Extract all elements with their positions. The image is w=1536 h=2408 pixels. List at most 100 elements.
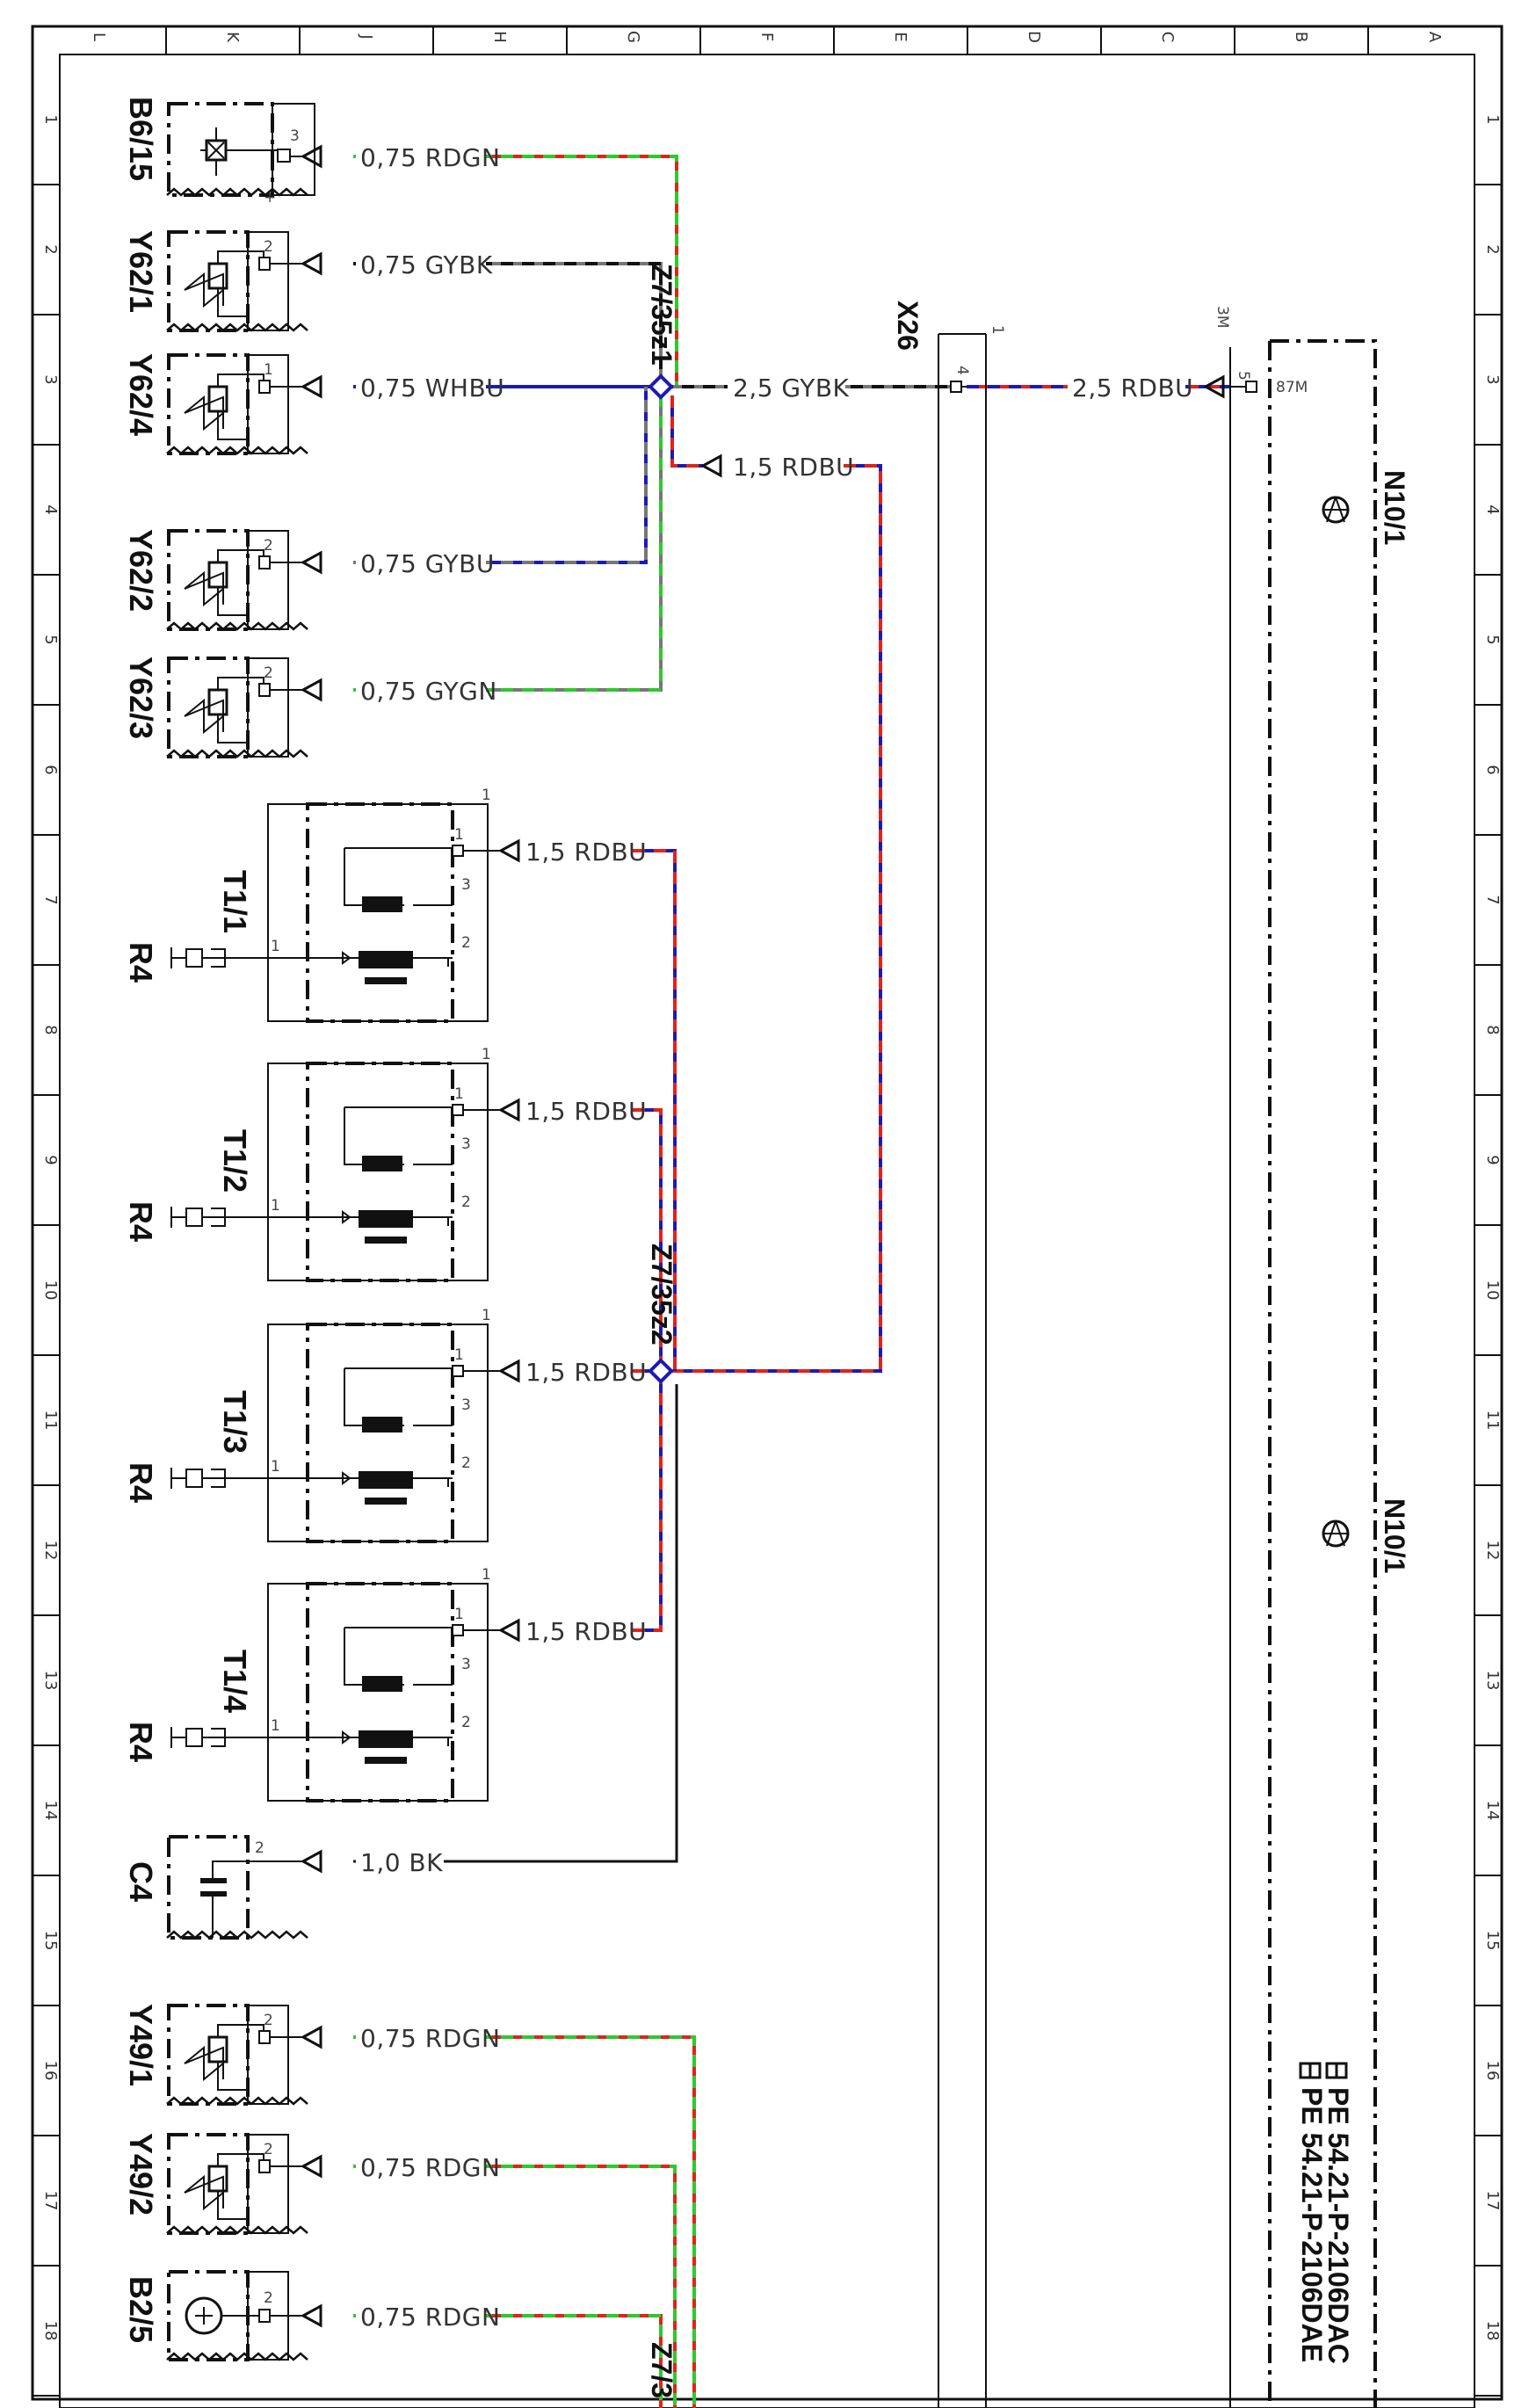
wire-label-y62-4: 0,75 WHBU [360,374,504,403]
row-label: 15 [41,1931,60,1951]
connector-symbols [301,145,1225,2327]
wires [353,155,1230,2408]
row-label: 8 [1483,1025,1502,1034]
row-label: 1 [41,114,60,124]
column-label: L [90,33,108,41]
wire-label-y49-1: 0,75 RDGN [360,2024,500,2053]
row-label: 3 [41,374,60,384]
row-label: 9 [1483,1155,1502,1164]
column-label: B [1292,32,1310,42]
svg-text:2: 2 [461,1454,471,1472]
svg-text:2: 2 [264,2012,273,2029]
label-y49-2: Y49/2 [123,2133,159,2216]
row-label: 5 [41,635,60,644]
column-label: F [757,33,776,41]
svg-text:3M: 3M [1214,306,1231,328]
svg-text:1: 1 [989,325,1006,335]
row-label: 6 [41,765,60,774]
wire-label-t1-4: 1,5 RDBU [525,1617,647,1646]
row-label: 10 [41,1280,60,1301]
wire-label-y62-2: 0,75 GYBU [360,549,495,578]
connector-x26: 4 1 [938,325,1006,2408]
wire-label-t1-1: 1,5 RDBU [525,838,647,867]
row-label: 18 [1483,2321,1502,2341]
wire-label-feed: 1,5 RDBU [733,453,854,482]
component-t1-1: 1 3 2 1 1 [228,787,501,1023]
label-n10-1-top: N10/1 [1379,470,1410,545]
svg-text:2: 2 [461,934,471,952]
row-label: 17 [41,2191,60,2211]
row-label: 17 [1483,2191,1502,2211]
splice-label-z1: Z7/35z1 [646,264,677,366]
row-label: 14 [41,1801,60,1821]
label-r4-1: R4 [123,942,159,983]
row-label: 9 [41,1155,60,1164]
ref-pe-2106dac: PE 54.21-P-2106DAC [1322,2087,1354,2364]
component-y49-1: 2 [165,2004,309,2106]
svg-text:1: 1 [271,1197,280,1215]
label-y62-3: Y62/3 [123,656,159,739]
row-label: 7 [1483,895,1502,904]
column-label: A [1425,32,1444,43]
label-c4: C4 [123,1861,159,1902]
label-r4-3: R4 [123,1462,159,1503]
svg-text:2: 2 [255,1839,264,1857]
doc-references: PE 54.21-P-2106DAC PE 54.21-P-2106DAE [1296,2062,1354,2364]
splice-points [648,374,674,1384]
svg-text:4: 4 [953,366,971,375]
column-label: E [891,32,909,41]
row-label: 13 [1483,1671,1502,1691]
component-t1-4: 1 3 2 1 1 [228,1566,501,1802]
label-t1-4: T1/4 [217,1650,253,1713]
row-label: 15 [1483,1931,1502,1951]
row-label: 7 [41,895,60,904]
svg-text:3: 3 [461,1135,471,1153]
row-label: 4 [41,504,60,514]
ref-pe-2106dae: PE 54.21-P-2106DAE [1296,2087,1328,2362]
component-y49-2: 2 [165,2133,309,2235]
svg-text:5: 5 [1235,371,1252,381]
svg-text:1: 1 [454,1606,464,1623]
label-y62-1: Y62/1 [123,230,159,313]
component-y62-1: 2 [165,230,309,332]
label-y62-2: Y62/2 [123,529,159,612]
wire-label-y62-3: 0,75 GYGN [360,677,497,706]
column-label: G [624,31,642,43]
row-label: 16 [1483,2061,1502,2081]
svg-text:1: 1 [482,787,491,804]
svg-text:1: 1 [454,826,464,844]
row-label: 2 [1483,244,1502,254]
svg-text:3: 3 [290,127,300,145]
svg-text:+: + [264,189,276,207]
svg-text:1: 1 [271,1717,280,1735]
label-n10-1-bottom: N10/1 [1379,1498,1410,1573]
row-label: 5 [1483,635,1502,644]
svg-text:1: 1 [271,1458,280,1476]
row-label: 3 [1483,374,1502,384]
row-label: 12 [41,1541,60,1561]
component-b2-5: 2 [165,2270,309,2361]
label-x26: X26 [892,301,924,351]
wire-label-y49-2: 0,75 RDGN [360,2153,500,2182]
component-y62-4: 1 [165,353,309,455]
book-icon [1299,2062,1348,2079]
label-t1-2: T1/2 [217,1129,253,1193]
component-b6-15: 3 + [165,102,315,207]
row-label: 11 [41,1411,60,1431]
label-t1-3: T1/3 [217,1390,253,1454]
label-b6-15: B6/15 [123,97,159,181]
row-label: 8 [41,1025,60,1034]
component-t1-3: 1 3 2 1 1 [228,1307,501,1543]
svg-text:2: 2 [264,2289,273,2307]
wire-labels: 0,75 RDGN 0,75 GYBK 0,75 WHBU 0,75 GYBU … [356,141,1193,2332]
column-label: J [357,33,375,39]
svg-text:2: 2 [264,238,273,256]
row-label: 10 [1483,1280,1502,1301]
column-label: C [1158,32,1177,43]
svg-text:1: 1 [454,1085,464,1103]
svg-text:3: 3 [461,1396,471,1414]
row-label: 12 [1483,1541,1502,1561]
wire-label-b6-15: 0,75 RDGN [360,143,500,172]
wire-label-c4: 1,0 BK [360,1848,443,1877]
svg-text:3: 3 [461,876,471,894]
